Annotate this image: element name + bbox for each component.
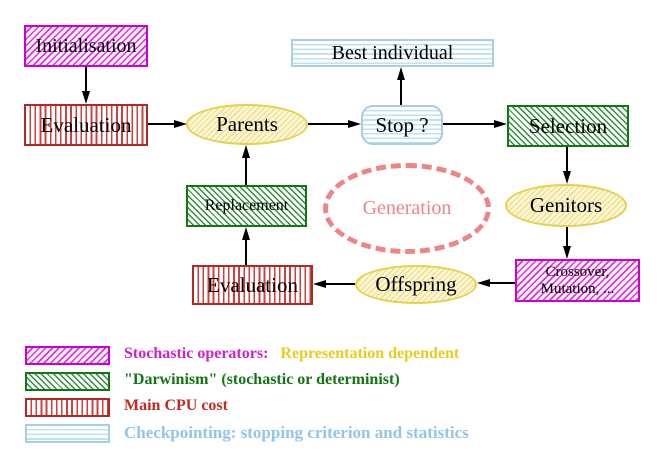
crossover-line1: Crossover, — [545, 263, 610, 280]
node-crossover-mutation: Crossover, Mutation, ... — [515, 259, 640, 302]
generation-label: Generation — [362, 197, 452, 219]
node-genitors: Genitors — [505, 184, 627, 227]
node-evaluation-top: Evaluation — [24, 104, 148, 146]
legend-label-stochastic: Stochastic operators: Representation dep… — [124, 344, 459, 364]
node-offspring: Offspring — [355, 265, 477, 304]
node-selection: Selection — [507, 105, 629, 147]
legend-label-cpu: Main CPU cost — [124, 397, 228, 414]
node-stop: Stop ? — [361, 105, 443, 145]
legend-stochastic-text: Stochastic operators: — [124, 345, 269, 362]
node-replacement: Replacement — [186, 185, 307, 227]
legend-swatch-cpu — [25, 398, 110, 417]
legend-label-checkpointing: Checkpointing: stopping criterion and st… — [124, 423, 469, 442]
node-parents: Parents — [186, 104, 308, 145]
legend-swatch-checkpointing — [25, 424, 110, 443]
node-best-individual: Best individual — [291, 39, 494, 67]
node-evaluation-bottom: Evaluation — [192, 265, 313, 305]
legend-representation-text: Representation dependent — [280, 345, 460, 362]
crossover-line2: Mutation, ... — [540, 280, 615, 297]
node-initialisation: Initialisation — [24, 25, 148, 67]
legend-swatch-stochastic — [25, 346, 110, 365]
legend-swatch-darwinism — [25, 372, 110, 391]
generation-loop-ellipse: Generation — [323, 163, 491, 254]
legend-label-darwinism: "Darwinism" (stochastic or determinist) — [124, 371, 400, 388]
